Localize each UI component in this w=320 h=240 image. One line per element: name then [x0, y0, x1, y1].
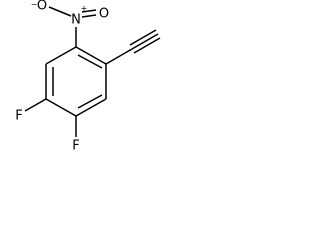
- ring-bond-1: [75, 46, 107, 65]
- upper-fluorine-label: F: [15, 109, 22, 124]
- nitro-group: N + O − O: [31, 0, 109, 47]
- ethynyl-group: [105, 29, 161, 65]
- nitrogen-oxygen-single-bond: [48, 6, 72, 17]
- ring-bond-3-inner: [77, 94, 103, 109]
- nitro-nitrogen-label: N: [71, 13, 81, 28]
- nitrogen-oxygen-double-bond-b: [81, 9, 97, 13]
- fluoro-groups: F F: [15, 98, 80, 154]
- alkyne-triple-bond-c: [133, 37, 161, 54]
- ring-to-alkyne-bond: [105, 48, 133, 65]
- nitrogen-oxygen-double-bond-a: [81, 14, 97, 18]
- lower-fluorine-label: F: [72, 139, 79, 154]
- nitro-oxygen-top-label: O: [37, 0, 47, 14]
- ring-bond-3: [75, 98, 107, 117]
- alkyne-triple-bond-a: [131, 33, 159, 50]
- alkyne-triple-bond-b: [129, 29, 157, 46]
- ring-to-upper-fluorine-bond: [24, 98, 47, 112]
- ring-bond-1-inner: [77, 54, 103, 69]
- ring-bond-6: [45, 46, 77, 65]
- structure-diagram: N + O − O F F: [15, 0, 161, 154]
- nitro-oxygen-right-label: O: [99, 7, 109, 22]
- ring-bond-4: [45, 98, 77, 117]
- nitro-nitrogen-charge: +: [81, 4, 88, 13]
- benzene-ring: [45, 46, 107, 117]
- nitro-oxygen-top-charge: −: [31, 0, 38, 9]
